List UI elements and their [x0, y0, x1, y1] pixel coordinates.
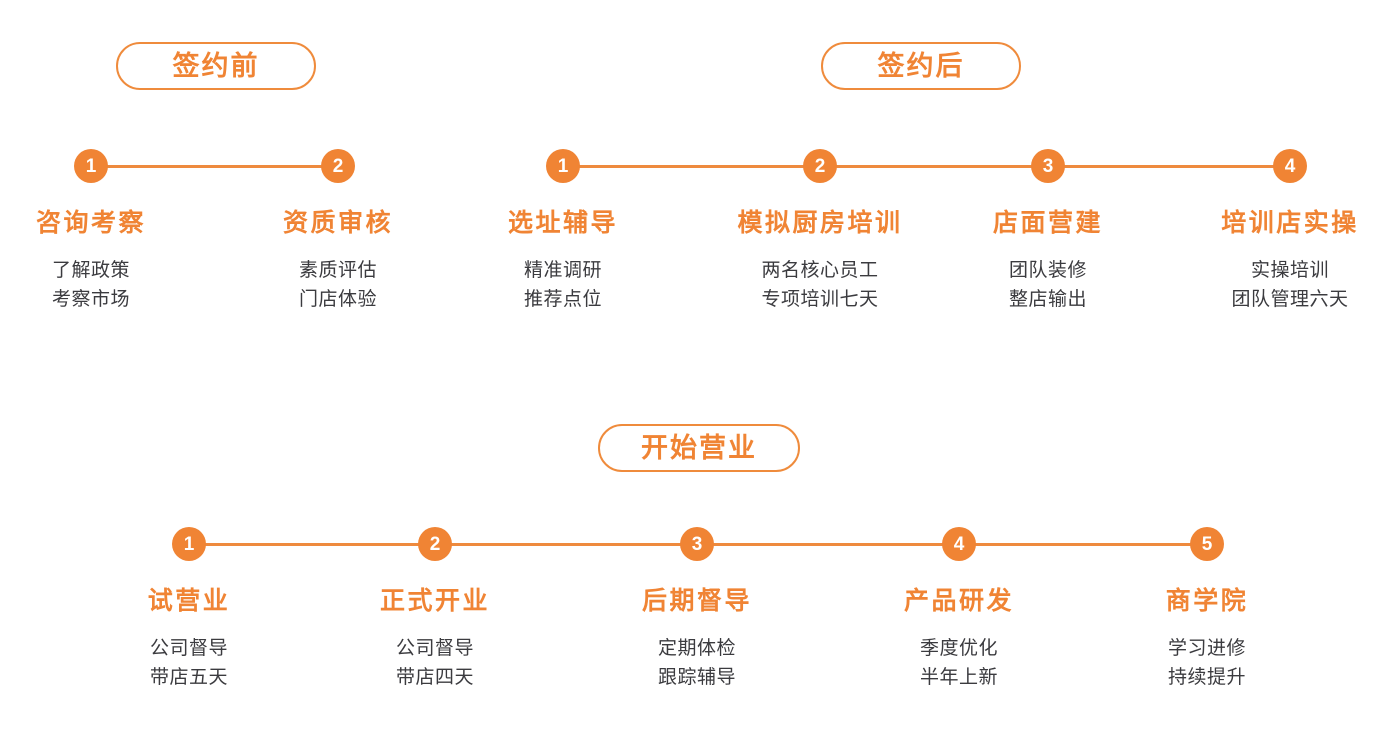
step-description: 实操培训团队管理六天 [1221, 256, 1359, 315]
step-node-open-business-3[interactable]: 3 [680, 527, 714, 561]
step-description-line: 公司督导 [395, 638, 475, 659]
step-title: 店面营建 [992, 209, 1104, 237]
step-node-open-business-4[interactable]: 4 [942, 527, 976, 561]
step-title: 培训店实操 [1221, 209, 1359, 237]
step-title: 试营业 [147, 587, 231, 615]
step-node-post-sign-1[interactable]: 1 [546, 149, 580, 183]
step-block-post-sign-2: 模拟厨房培训两名核心员工专项培训七天 [737, 211, 902, 315]
step-description-line: 团队装修 [1008, 260, 1088, 281]
step-title: 正式开业 [379, 587, 491, 615]
step-description-line: 季度优化 [919, 638, 999, 659]
step-block-pre-sign-2: 资质审核素质评估门店体验 [283, 211, 393, 315]
step-description-line: 带店四天 [395, 667, 475, 689]
step-description-line: 带店五天 [149, 667, 229, 689]
step-description-line: 精准调研 [523, 260, 603, 281]
step-node-open-business-1[interactable]: 1 [172, 527, 206, 561]
step-description: 定期体检跟踪辅导 [642, 634, 752, 693]
step-description-line: 定期体检 [657, 638, 737, 659]
step-title: 模拟厨房培训 [737, 209, 903, 237]
step-description: 团队装修整店输出 [993, 256, 1103, 315]
step-description: 公司督导带店五天 [148, 634, 231, 693]
step-block-open-business-5: 商学院学习进修持续提升 [1166, 589, 1249, 693]
section-heading-pre-sign: 签约前 [116, 42, 316, 90]
step-description-line: 半年上新 [919, 667, 999, 689]
step-node-post-sign-4[interactable]: 4 [1273, 149, 1307, 183]
step-block-open-business-3: 后期督导定期体检跟踪辅导 [642, 589, 752, 693]
step-block-open-business-4: 产品研发季度优化半年上新 [904, 589, 1014, 693]
step-description-line: 持续提升 [1167, 667, 1247, 689]
step-block-pre-sign-1: 咨询考察了解政策考察市场 [36, 211, 146, 315]
step-title: 后期督导 [641, 587, 753, 615]
step-block-open-business-1: 试营业公司督导带店五天 [148, 589, 231, 693]
step-description: 素质评估门店体验 [283, 256, 393, 315]
step-description: 了解政策考察市场 [36, 256, 146, 315]
step-title: 资质审核 [282, 209, 394, 237]
step-description-line: 了解政策 [51, 260, 131, 281]
step-description: 季度优化半年上新 [904, 634, 1014, 693]
step-node-open-business-5[interactable]: 5 [1190, 527, 1224, 561]
step-title: 商学院 [1165, 587, 1249, 615]
step-node-pre-sign-2[interactable]: 2 [321, 149, 355, 183]
step-description-line: 跟踪辅导 [657, 667, 737, 689]
step-description-line: 推荐点位 [523, 289, 603, 311]
step-description: 两名核心员工专项培训七天 [737, 256, 902, 315]
step-description-line: 考察市场 [51, 289, 131, 311]
step-node-post-sign-3[interactable]: 3 [1031, 149, 1065, 183]
step-description: 学习进修持续提升 [1166, 634, 1249, 693]
step-description: 精准调研推荐点位 [508, 256, 618, 315]
step-description-line: 实操培训 [1250, 260, 1330, 281]
section-heading-post-sign: 签约后 [821, 42, 1021, 90]
step-description-line: 素质评估 [298, 260, 378, 281]
step-description-line: 团队管理六天 [1231, 289, 1349, 311]
step-node-pre-sign-1[interactable]: 1 [74, 149, 108, 183]
step-block-open-business-2: 正式开业公司督导带店四天 [380, 589, 490, 693]
step-description-line: 整店输出 [1008, 289, 1088, 311]
step-description-line: 两名核心员工 [761, 260, 879, 281]
step-title: 咨询考察 [35, 209, 147, 237]
step-title: 产品研发 [903, 587, 1015, 615]
step-node-post-sign-2[interactable]: 2 [803, 149, 837, 183]
step-description-line: 公司督导 [149, 638, 229, 659]
section-heading-open-business: 开始营业 [598, 424, 800, 472]
timeline-track-pre-sign [91, 165, 338, 168]
step-node-open-business-2[interactable]: 2 [418, 527, 452, 561]
step-title: 选址辅导 [507, 209, 619, 237]
timeline-track-post-sign [563, 165, 1290, 168]
step-description: 公司督导带店四天 [380, 634, 490, 693]
step-description-line: 专项培训七天 [761, 289, 879, 311]
step-block-post-sign-4: 培训店实操实操培训团队管理六天 [1221, 211, 1359, 315]
step-block-post-sign-1: 选址辅导精准调研推荐点位 [508, 211, 618, 315]
step-description-line: 学习进修 [1167, 638, 1247, 659]
step-block-post-sign-3: 店面营建团队装修整店输出 [993, 211, 1103, 315]
step-description-line: 门店体验 [298, 289, 378, 311]
